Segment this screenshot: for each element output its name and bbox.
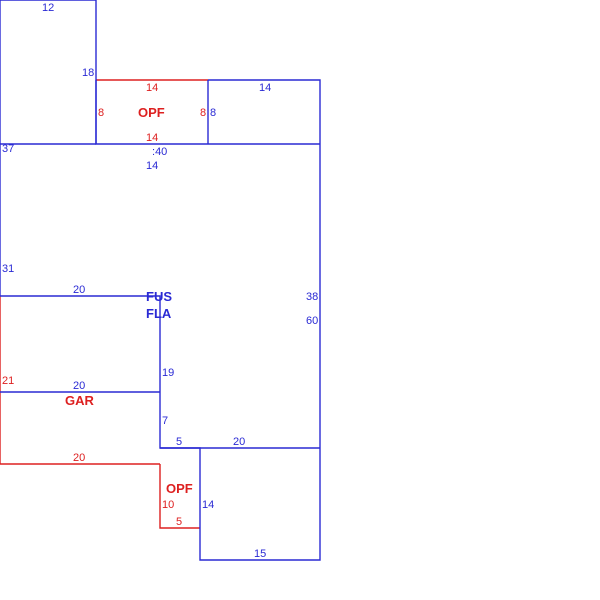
fus-label: FUS [146, 289, 172, 304]
opf-bottom-outline [159, 464, 200, 529]
dim-right-wing-top: 14 [259, 82, 271, 94]
gar-label: GAR [65, 393, 95, 408]
dim-main-right-a: 38 [306, 291, 318, 303]
dim-opf-top-left: 8 [98, 107, 104, 119]
dim-inner-right-upper: 19 [162, 367, 174, 379]
dim-gar-mid: 20 [73, 380, 85, 392]
dim-opf-bottom-top: 5 [176, 436, 182, 448]
garage-outline [0, 296, 160, 465]
dim-opf-bottom-left: 10 [162, 499, 174, 511]
opf-top-label: OPF [138, 105, 165, 120]
dim-top-wing-left: 37 [2, 143, 14, 155]
opf-bottom-label: OPF [166, 481, 193, 496]
fla-label: FLA [146, 306, 172, 321]
living-outline [0, 0, 321, 561]
dim-gar-left: 21 [2, 375, 14, 387]
dim-opf-top-bottom: 14 [146, 132, 158, 144]
dim-gar-bottom: 20 [73, 452, 85, 464]
dim-bottom-wing-bottom: 15 [254, 548, 266, 560]
dim-opf-top-right: 8 [200, 107, 206, 119]
dim-top-wing-right: 18 [82, 67, 94, 79]
dim-bottom-wing-left: 14 [202, 499, 214, 511]
dim-step-top: 20 [73, 284, 85, 296]
dim-opf-top-top: 14 [146, 82, 158, 94]
dim-opf-bottom-bottom: 5 [176, 516, 182, 528]
dim-main-bottom: 20 [233, 436, 245, 448]
dim-main-top-b: 14 [146, 160, 158, 172]
dim-main-top-a: :40 [152, 146, 167, 158]
dim-main-right-b: 60 [306, 315, 318, 327]
dim-inner-right-lower: 7 [162, 415, 168, 427]
dim-main-left-upper: 31 [2, 263, 14, 275]
dim-right-wing-left: 8 [210, 107, 216, 119]
dim-top-wing-top: 12 [42, 2, 54, 14]
